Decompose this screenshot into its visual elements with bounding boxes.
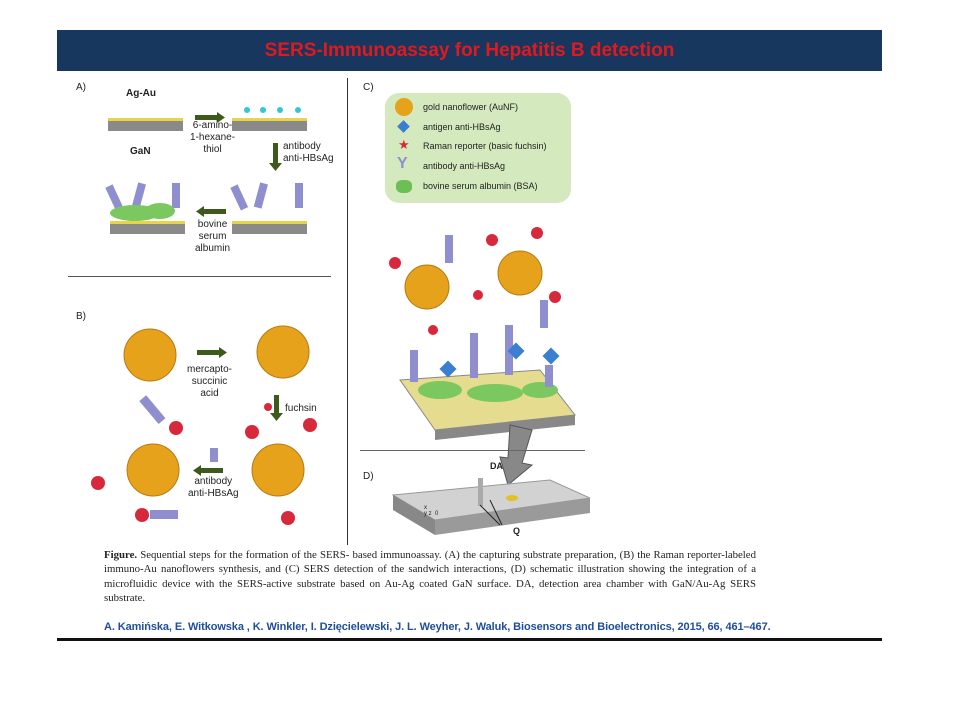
a-step1-label: 6-amino- 1-hexane- thiol — [190, 120, 236, 155]
figure-caption: Figure. Sequential steps for the formati… — [104, 548, 756, 606]
nanoflower-icon — [395, 98, 413, 116]
divider — [347, 78, 348, 545]
panel-c-diagram — [389, 227, 576, 486]
slide-title: SERS-Immunoassay for Hepatitis B detecti… — [264, 39, 675, 61]
antigen-diamond-icon — [397, 120, 410, 133]
caption-bold: Figure. — [104, 549, 138, 561]
arrow-right-icon — [195, 112, 225, 123]
divider — [68, 276, 331, 277]
panel-d-label: D) — [363, 471, 374, 482]
da-label: DA — [490, 461, 503, 471]
legend-item: bovine serum albumin (BSA) — [423, 181, 538, 191]
q-label: Q — [513, 526, 521, 536]
panel-b-label: B) — [76, 311, 86, 322]
legend-item: Raman reporter (basic fuchsin) — [423, 141, 547, 151]
a-step3-label: bovine serum albumin — [195, 219, 231, 254]
legend-item: gold nanoflower (AuNF) — [423, 102, 519, 112]
b-step1-label: mercapto- succinic acid — [187, 364, 233, 399]
legend-box: ★ Y gold nanoflower (AuNF) antigen anti-… — [385, 93, 571, 203]
axes-label: x y z 0 — [424, 505, 439, 517]
panel-a-label: A) — [76, 82, 86, 93]
nanoflower-icon — [123, 325, 310, 497]
citation: A. Kamińska, E. Witkowska , K. Winkler, … — [104, 621, 771, 633]
antibody-icon: Y — [397, 155, 408, 172]
arrow-down-icon — [499, 424, 534, 486]
divider — [360, 450, 585, 451]
star-icon: ★ — [398, 137, 410, 152]
bsa-icon — [110, 203, 175, 221]
title-bar: SERS-Immunoassay for Hepatitis B detecti… — [57, 30, 882, 71]
arrow-left-icon — [196, 206, 226, 217]
caption-text: Sequential steps for the formation of th… — [104, 549, 756, 605]
ag-au-label: Ag-Au — [126, 88, 156, 99]
bottom-rule — [57, 638, 882, 641]
bsa-icon — [396, 180, 412, 193]
substrate-icon — [108, 118, 183, 131]
microfluidic-device — [391, 478, 590, 535]
star-icon — [91, 403, 317, 525]
legend-item: antigen anti-HBsAg — [423, 122, 501, 132]
gan-label: GaN — [130, 146, 151, 157]
arrow-down-icon — [269, 143, 282, 171]
antibody-icon — [105, 182, 303, 211]
panel-b-diagram — [91, 325, 317, 525]
panel-c-label: C) — [363, 82, 374, 93]
b-step2-label: fuchsin — [285, 403, 317, 414]
panel-a-diagram — [105, 107, 307, 234]
legend-item: antibody anti-HBsAg — [423, 161, 506, 171]
a-step2-label: antibody anti-HBsAg — [283, 141, 334, 164]
b-step3-label: antibody anti-HBsAg — [188, 476, 239, 499]
